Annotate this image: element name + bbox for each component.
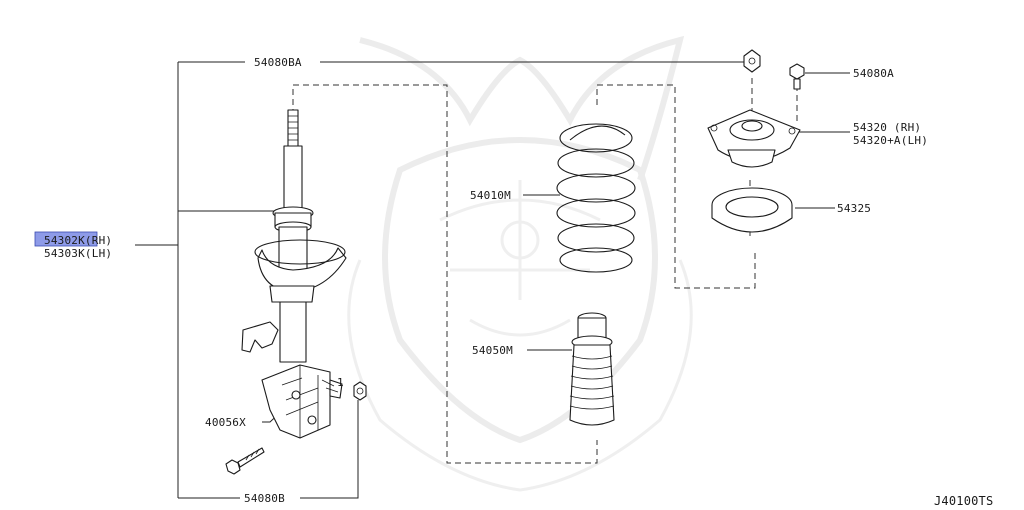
label-insulator-lh[interactable]: 54320+A(LH) (853, 134, 928, 147)
marker-1-label: 1 (337, 376, 344, 389)
label-insulator-rh[interactable]: 54320 (RH) (853, 121, 921, 134)
mount-bolt[interactable] (789, 63, 805, 90)
label-mount-kit-b[interactable]: 54080B (244, 492, 285, 505)
top-nut[interactable] (743, 49, 761, 73)
label-strut-lh[interactable]: 54303K(LH) (44, 247, 112, 260)
label-bound-bumper[interactable]: 54050M (472, 344, 513, 357)
strut-bearing[interactable] (711, 187, 793, 233)
leader-lines (135, 61, 850, 499)
mount-insulator[interactable] (707, 109, 801, 168)
label-strut-rh[interactable]: 54302K(RH) (44, 234, 112, 247)
label-bolt-mount[interactable]: 54080A (853, 67, 894, 80)
watermark-emblem (347, 35, 693, 492)
bolt-40056x[interactable] (225, 447, 265, 475)
label-bolt[interactable]: 40056X (205, 416, 246, 429)
label-mount-kit-a[interactable]: 54080BA (254, 56, 302, 69)
marker-indicator: 1 (321, 376, 344, 393)
label-bearing[interactable]: 54325 (837, 202, 871, 215)
label-coil-spring[interactable]: 54010M (470, 189, 511, 202)
flange-nut[interactable] (353, 381, 367, 401)
selected-part-highlight (34, 231, 98, 247)
coil-spring[interactable] (556, 123, 636, 273)
part-labels: 54302K(RH) 54303K(LH) 54080BA 54080B 400… (34, 56, 993, 508)
reference-code: J40100TS (934, 494, 993, 508)
strut-assembly[interactable] (241, 109, 347, 439)
bound-bumper[interactable] (569, 312, 615, 426)
